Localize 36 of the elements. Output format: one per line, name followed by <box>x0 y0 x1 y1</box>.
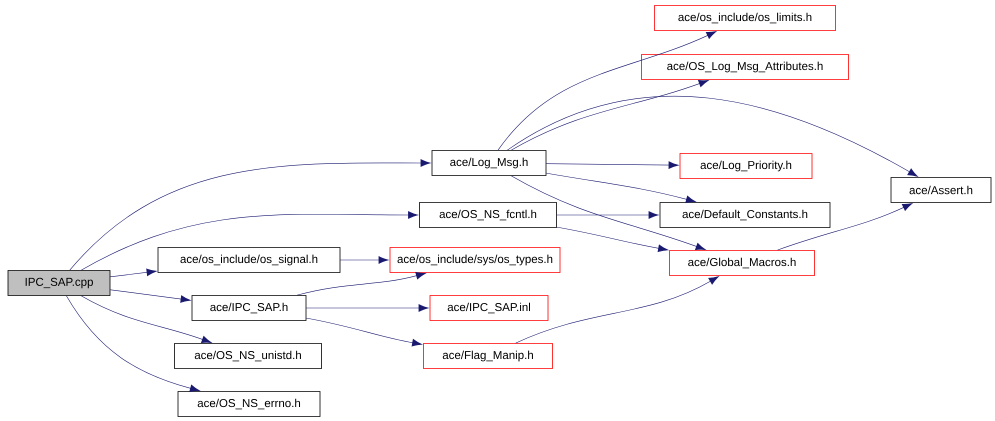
arrow <box>546 161 679 169</box>
arrow <box>110 289 191 303</box>
arrow <box>556 226 668 252</box>
file-box: ace/os_include/os_limits.h <box>654 5 836 31</box>
file-box: ace/Assert.h <box>890 177 992 203</box>
arrow <box>296 272 426 296</box>
arrow <box>515 276 719 344</box>
file-box: ace/IPC_SAP.h <box>192 295 306 321</box>
file-box: ace/Log_Msg.h <box>432 150 546 176</box>
arrow <box>81 296 212 344</box>
arrow <box>546 172 696 203</box>
arrow <box>306 304 429 312</box>
arrow <box>777 203 912 250</box>
file-box: IPC_SAP.cpp <box>8 270 110 296</box>
file-box: ace/Log_Priority.h <box>680 153 812 179</box>
file-box: ace/os_include/os_signal.h <box>158 247 340 273</box>
arrow <box>110 268 157 278</box>
file-box: ace/OS_NS_unistd.h <box>174 343 322 369</box>
arrow <box>511 176 706 250</box>
arrow <box>70 159 431 270</box>
arrow <box>511 80 709 150</box>
arrow <box>81 211 418 270</box>
arrow <box>507 96 918 177</box>
arrow <box>556 211 659 219</box>
file-box: ace/OS_Log_Msg_Attributes.h <box>641 54 849 80</box>
arrow <box>498 31 716 150</box>
file-box: ace/Global_Macros.h <box>669 250 815 276</box>
arrow <box>66 296 200 392</box>
file-box: ace/os_include/sys/os_types.h <box>390 247 560 273</box>
arrow <box>340 256 389 264</box>
file-box: ace/IPC_SAP.inl <box>430 295 548 321</box>
file-box: ace/OS_NS_fcntl.h <box>419 202 557 228</box>
file-box: ace/Flag_Manip.h <box>423 343 553 369</box>
file-box: ace/OS_NS_errno.h <box>178 391 320 417</box>
file-box: ace/Default_Constants.h <box>660 202 830 228</box>
arrow <box>306 318 422 346</box>
